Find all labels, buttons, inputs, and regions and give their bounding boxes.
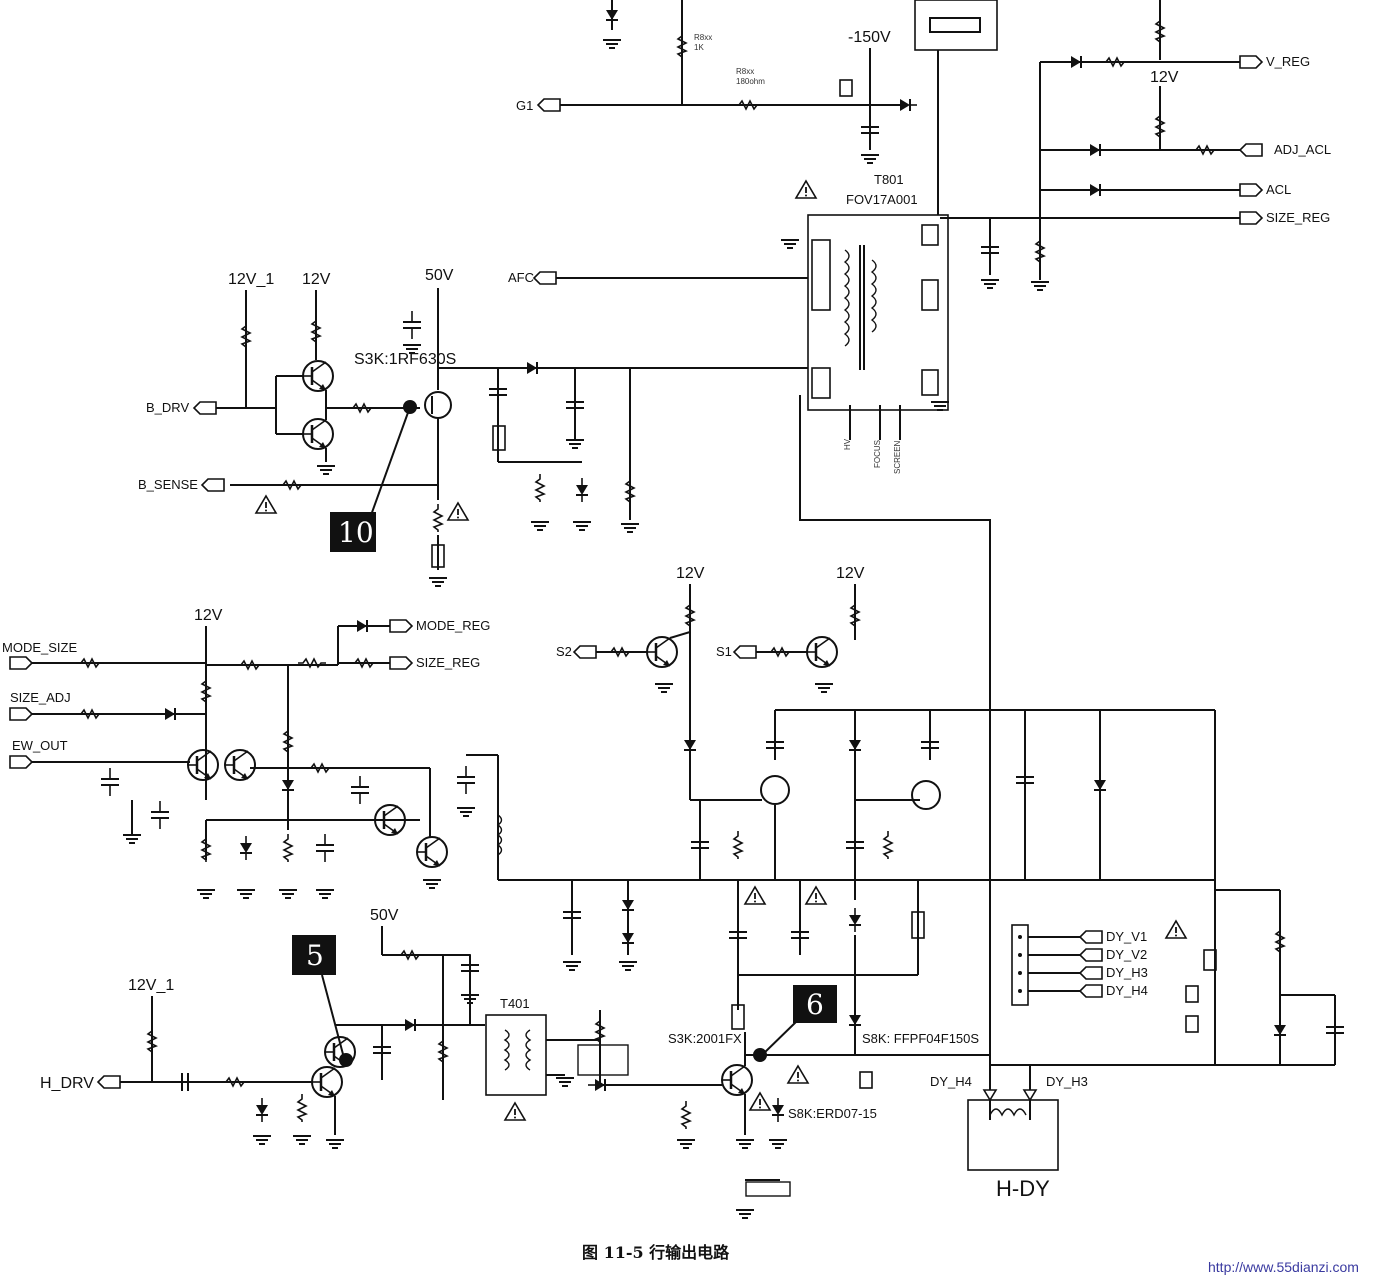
port-size-reg[interactable]: SIZE_REG [1239, 210, 1330, 225]
label-s2: S2 [556, 644, 572, 659]
s-switches: 12V 12V [596, 565, 865, 800]
label-g1: G1 [516, 98, 533, 113]
label-hv: HV [843, 438, 852, 450]
label-acl: ACL [1266, 182, 1291, 197]
badge-10: 10 [330, 400, 417, 552]
label-12v-b: 12V [194, 607, 223, 624]
label-size-adj: SIZE_ADJ [10, 690, 71, 705]
label-size-reg-2: SIZE_REG [416, 655, 480, 670]
label-mode-size: MODE_SIZE [2, 640, 77, 655]
flyback-transformer: HV FOCUS SCREEN [780, 214, 950, 474]
label-12v-d: 12V [836, 565, 865, 582]
port-dy-h4[interactable]: DY_H4 [1079, 983, 1148, 998]
label-50v-b: 50V [370, 907, 399, 924]
label-adj-acl: ADJ_ACL [1274, 142, 1331, 157]
port-dy-v2[interactable]: DY_V2 [1079, 947, 1147, 962]
b-plus-stage: 12V_1 12V 50V S3K:1RF630S [216, 267, 991, 1055]
port-mode-reg[interactable]: MODE_REG [389, 618, 490, 633]
port-adj-acl[interactable]: ADJ_ACL [1239, 142, 1331, 157]
port-mode-size[interactable]: MODE_SIZE [2, 640, 77, 670]
figure-caption: 图 11-5 行输出电路 [582, 1243, 730, 1262]
port-afc[interactable]: AFC [508, 270, 808, 285]
badge-6-text: 6 [806, 988, 824, 1021]
watermark: http://www.55dianzi.com [1208, 1259, 1359, 1275]
label-12v-a: 12V [302, 271, 331, 288]
svg-text:1K: 1K [694, 43, 704, 52]
label-dy-v2: DY_V2 [1106, 947, 1147, 962]
label-12v-1-b: 12V_1 [128, 977, 174, 994]
label-dy-h3: DY_H3 [1106, 965, 1148, 980]
badge-10-text: 10 [338, 516, 374, 549]
badge-5: 5 [292, 935, 353, 1067]
port-g1[interactable]: G1 [516, 98, 561, 113]
label-yoke-left-pin: DY_H4 [930, 1074, 972, 1089]
s-cap-switching [498, 709, 1216, 1055]
label-d-damp: S8K: FFPF04F150S [862, 1031, 979, 1046]
label-q-h: S3K:2001FX [668, 1031, 742, 1046]
label-dy-v1: DY_V1 [1106, 929, 1147, 944]
label-s1: S1 [716, 644, 732, 659]
port-dy-v1[interactable]: DY_V1 [1079, 929, 1147, 944]
ew-modulation: 12V [30, 607, 503, 899]
label-ew-out: EW_OUT [12, 738, 68, 753]
label-b-drv: B_DRV [146, 400, 189, 415]
neg150-supply: -150V T801 FOV17A001 [795, 29, 918, 207]
label-screen: SCREEN [893, 440, 902, 474]
h-output-stage: S3K:2001FX S8K: FFPF04F150S S8K:ERD07-15 [668, 1031, 990, 1219]
label-50v-a: 50V [425, 267, 454, 284]
top-connector [914, 0, 1165, 215]
label-yoke-right-pin: DY_H3 [1046, 1074, 1088, 1089]
label-12v-c: 12V [676, 565, 705, 582]
port-b-sense[interactable]: B_SENSE [138, 477, 225, 492]
linearity-coil [990, 880, 1345, 1066]
label-afc: AFC [508, 270, 534, 285]
label-12v-top: 12V [1150, 69, 1179, 86]
port-h-drv[interactable]: H_DRV [40, 1075, 121, 1092]
h-yoke: DY_H4 DY_H3 H-DY [930, 1055, 1088, 1201]
port-size-reg-2[interactable]: SIZE_REG [389, 655, 480, 670]
label-focus: FOCUS [873, 440, 882, 468]
label-b-sense: B_SENSE [138, 477, 198, 492]
port-acl[interactable]: ACL [1239, 182, 1291, 197]
svg-text:180ohm: 180ohm [736, 77, 765, 86]
badge-6: 6 [753, 985, 837, 1062]
label-t401: T401 [500, 996, 530, 1011]
badge-5-text: 5 [306, 939, 324, 972]
label-fbt: FOV17A001 [846, 192, 918, 207]
port-s1[interactable]: S1 [716, 644, 757, 659]
label-size-reg: SIZE_REG [1266, 210, 1330, 225]
dy-connector [1011, 920, 1199, 1033]
label-h-drv: H_DRV [40, 1075, 94, 1092]
svg-text:R8xx: R8xx [736, 67, 754, 76]
vreg-branch: 12V [940, 55, 1240, 291]
h-drive-stage: 50V 12V_1 [120, 907, 485, 1149]
driver-transformer: T401 [485, 996, 690, 1121]
port-s2[interactable]: S2 [556, 644, 597, 659]
label-d-erd: S8K:ERD07-15 [788, 1106, 877, 1121]
label-q-b: S3K:1RF630S [354, 351, 456, 368]
label-12v-1-a: 12V_1 [228, 271, 274, 288]
port-dy-h3[interactable]: DY_H3 [1079, 965, 1148, 980]
port-size-adj[interactable]: SIZE_ADJ [9, 690, 71, 721]
label-v-reg: V_REG [1266, 54, 1310, 69]
label-t801: T801 [874, 172, 904, 187]
label-neg150v: -150V [848, 29, 891, 46]
port-v-reg[interactable]: V_REG [1239, 54, 1310, 69]
port-ew-out[interactable]: EW_OUT [9, 738, 68, 769]
label-h-dy: H-DY [996, 1176, 1050, 1201]
label-mode-reg: MODE_REG [416, 618, 490, 633]
svg-text:R8xx: R8xx [694, 33, 712, 42]
port-b-drv[interactable]: B_DRV [146, 400, 217, 415]
label-dy-h4: DY_H4 [1106, 983, 1148, 998]
